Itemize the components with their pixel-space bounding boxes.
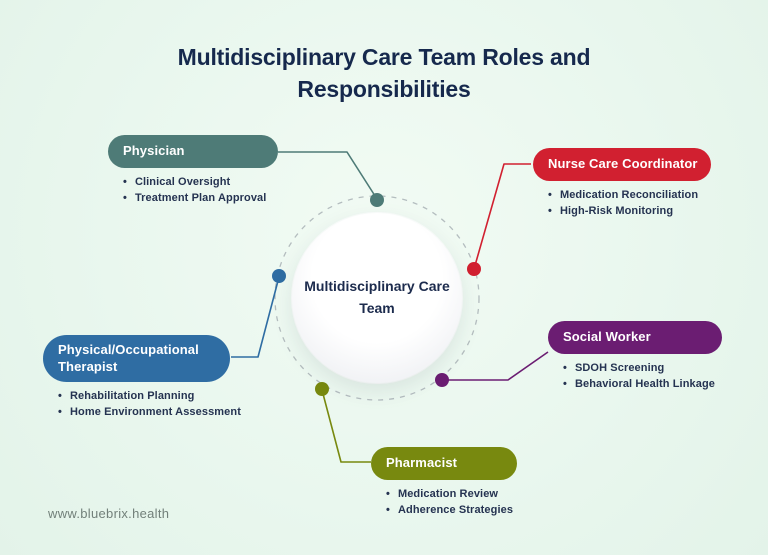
role-pill-label: Social Worker xyxy=(563,329,651,345)
role-card-pharmacist: Pharmacist Medication Review Adherence S… xyxy=(371,447,517,518)
role-item: Behavioral Health Linkage xyxy=(563,377,722,393)
role-card-physical-occupational-therapist: Physical/Occupational Therapist Rehabili… xyxy=(43,335,241,420)
role-item: Medication Review xyxy=(386,487,517,503)
connector-pharmacist-dot xyxy=(315,382,329,396)
connector-pharmacist-line xyxy=(321,389,371,463)
role-items-pharmacist: Medication Review Adherence Strategies xyxy=(386,487,517,518)
connector-nurse-dot xyxy=(467,262,481,276)
connector-social-worker-line xyxy=(443,351,549,381)
role-item: Treatment Plan Approval xyxy=(123,191,278,207)
role-pill-physical-occupational-therapist: Physical/Occupational Therapist xyxy=(43,335,230,382)
hub-circle: Multidisciplinary Care Team xyxy=(292,213,462,383)
role-item: SDOH Screening xyxy=(563,361,722,377)
connector-therapist-line xyxy=(231,276,280,358)
role-item: High-Risk Monitoring xyxy=(548,204,711,220)
role-item: Medication Reconciliation xyxy=(548,188,711,204)
watermark: www.bluebrix.health xyxy=(48,506,170,521)
role-items-physical-occupational-therapist: Rehabilitation Planning Home Environment… xyxy=(58,389,241,420)
role-pill-social-worker: Social Worker xyxy=(548,321,722,354)
page-title: Multidisciplinary Care Team Roles and Re… xyxy=(177,44,591,102)
hub-label: Multidisciplinary Care Team xyxy=(304,278,450,316)
role-item: Adherence Strategies xyxy=(386,503,517,519)
role-card-physician: Physician Clinical Oversight Treatment P… xyxy=(108,135,278,206)
connector-nurse-line xyxy=(473,163,531,270)
role-item: Rehabilitation Planning xyxy=(58,389,241,405)
connector-social-worker-dot xyxy=(435,373,449,387)
connector-physician-dot xyxy=(370,193,384,207)
dashed-orbit xyxy=(274,195,480,401)
role-items-physician: Clinical Oversight Treatment Plan Approv… xyxy=(123,175,278,206)
role-pill-pharmacist: Pharmacist xyxy=(371,447,517,480)
role-card-nurse-care-coordinator: Nurse Care Coordinator Medication Reconc… xyxy=(533,148,711,219)
role-pill-nurse-care-coordinator: Nurse Care Coordinator xyxy=(533,148,711,181)
role-card-social-worker: Social Worker SDOH Screening Behavioral … xyxy=(548,321,722,392)
role-item: Home Environment Assessment xyxy=(58,405,241,421)
role-pill-physician: Physician xyxy=(108,135,278,168)
role-pill-label: Physical/Occupational Therapist xyxy=(58,341,199,374)
role-item: Clinical Oversight xyxy=(123,175,278,191)
role-pill-label: Nurse Care Coordinator xyxy=(548,156,698,172)
role-items-social-worker: SDOH Screening Behavioral Health Linkage xyxy=(563,361,722,392)
connector-therapist-dot xyxy=(272,269,286,283)
role-pill-label: Pharmacist xyxy=(386,455,458,471)
connector-physician-line xyxy=(278,151,378,200)
role-items-nurse-care-coordinator: Medication Reconciliation High-Risk Moni… xyxy=(548,188,711,219)
role-pill-label: Physician xyxy=(123,143,185,159)
